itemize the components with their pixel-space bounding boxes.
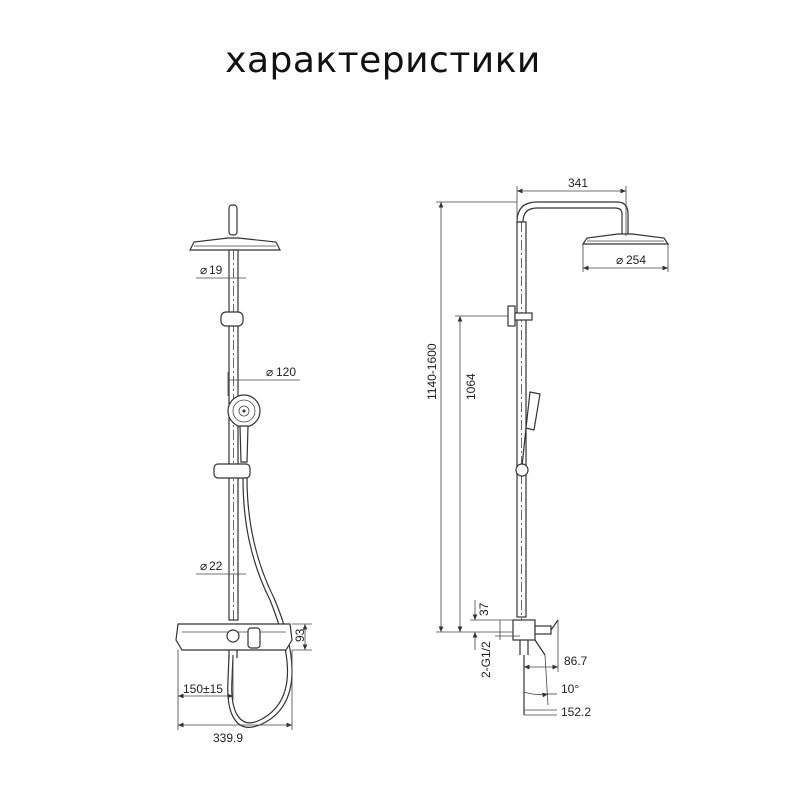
side-slide-holder xyxy=(515,463,529,477)
dim-d19: 19 xyxy=(209,263,223,277)
dim-d22-symbol: ⌀ xyxy=(200,559,207,573)
wall-bracket-upper xyxy=(220,311,244,327)
side-shower-arm xyxy=(516,201,629,237)
dim-w86: 86.7 xyxy=(564,654,588,668)
dim-d120-symbol: ⌀ xyxy=(266,365,273,379)
hand-shower-handle xyxy=(239,425,249,463)
mixer-lever xyxy=(247,627,261,649)
dim-w341: 341 xyxy=(568,176,588,190)
front-view: ⌀ 19 ⌀ 120 ⌀ 22 93 150±15 339.9 xyxy=(175,204,312,745)
shower-arm xyxy=(228,204,238,236)
dim-w339: 339.9 xyxy=(213,731,243,745)
dim-d22: 22 xyxy=(209,559,223,573)
dim-h1140: 1140-1600 xyxy=(425,343,439,400)
dim-d254: 254 xyxy=(626,253,646,267)
side-overhead-head xyxy=(581,233,670,245)
side-hand-shower xyxy=(525,391,541,431)
side-mixer-lever xyxy=(534,625,552,635)
diverter-knob xyxy=(226,629,240,643)
dim-g: 2-G1/2 xyxy=(479,641,493,678)
dim-d19-symbol: ⌀ xyxy=(200,263,207,277)
overhead-shower-head xyxy=(189,237,281,251)
shower-hose xyxy=(231,477,288,724)
page-title: характеристики xyxy=(225,40,541,81)
side-mixer-body xyxy=(512,619,536,641)
dim-h37: 37 xyxy=(477,602,491,616)
slide-holder xyxy=(213,463,251,479)
dim-h1064: 1064 xyxy=(464,373,478,400)
dim-w152: 152.2 xyxy=(561,705,591,719)
dim-h93: 93 xyxy=(293,628,307,642)
dim-d254-symbol: ⌀ xyxy=(616,253,623,267)
side-view: 341 ⌀ 254 1140-1600 1064 37 2-G1/2 86.7 xyxy=(425,176,670,719)
dim-d120: 120 xyxy=(276,365,296,379)
side-bracket-arm xyxy=(514,312,533,321)
dim-angle: 10° xyxy=(561,682,579,696)
dim-w150: 150±15 xyxy=(183,682,223,696)
side-wall-bracket xyxy=(507,305,516,327)
